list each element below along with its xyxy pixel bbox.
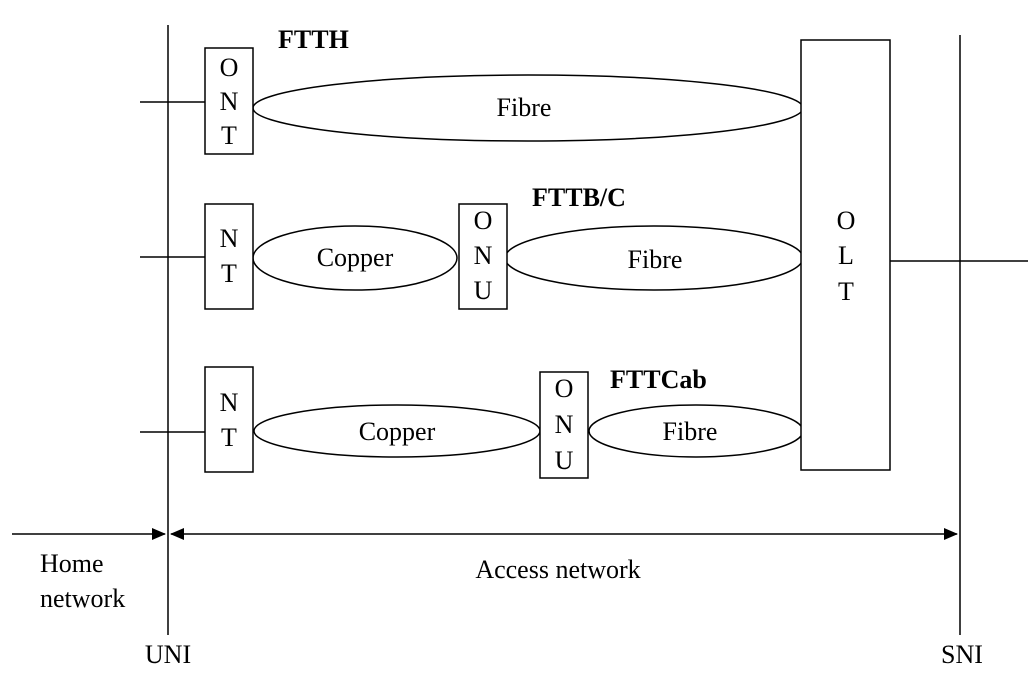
fttb-onu-letter-o: O	[474, 206, 493, 235]
fttcab-onu-letter-u: U	[555, 446, 574, 475]
fttcab-onu-letter-n: N	[555, 410, 574, 439]
olt-box	[800, 39, 891, 471]
fttcab-nt-box	[204, 366, 254, 473]
ont-box	[204, 47, 254, 155]
fttcab-fibre-label: Fibre	[663, 417, 718, 446]
ont-letter-t: T	[221, 121, 237, 150]
fttcab-nt-letter-n: N	[220, 388, 239, 417]
ftth-fibre-label: Fibre	[497, 93, 552, 122]
fttcab-nt-letter-t: T	[221, 423, 237, 452]
fttb-fibre-label: Fibre	[628, 245, 683, 274]
access-network-label: Access network	[475, 555, 640, 584]
fttb-title: FTTB/C	[532, 183, 626, 212]
fttb-onu-letter-u: U	[474, 276, 493, 305]
fttcab-onu-letter-o: O	[555, 374, 574, 403]
ont-letter-o: O	[220, 53, 239, 82]
olt-letter-o: O	[837, 206, 856, 235]
fttcab-title: FTTCab	[610, 365, 707, 394]
fttcab-copper-label: Copper	[359, 417, 436, 446]
ont-letter-n: N	[220, 87, 239, 116]
uni-label: UNI	[145, 640, 191, 669]
fttb-copper-label: Copper	[317, 243, 394, 272]
fttcab-onu-box	[539, 371, 589, 479]
ftth-title: FTTH	[278, 25, 349, 54]
fttb-nt-box	[204, 203, 254, 310]
fttb-onu-letter-n: N	[474, 241, 493, 270]
sni-label: SNI	[941, 640, 983, 669]
fttb-nt-letter-n: N	[220, 224, 239, 253]
fttb-onu-box	[458, 203, 508, 310]
olt-letter-t: T	[838, 277, 854, 306]
home-network-label-line1: Home	[40, 549, 104, 578]
home-network-label-line2: network	[40, 584, 125, 613]
fttb-nt-letter-t: T	[221, 259, 237, 288]
olt-letter-l: L	[838, 241, 854, 270]
